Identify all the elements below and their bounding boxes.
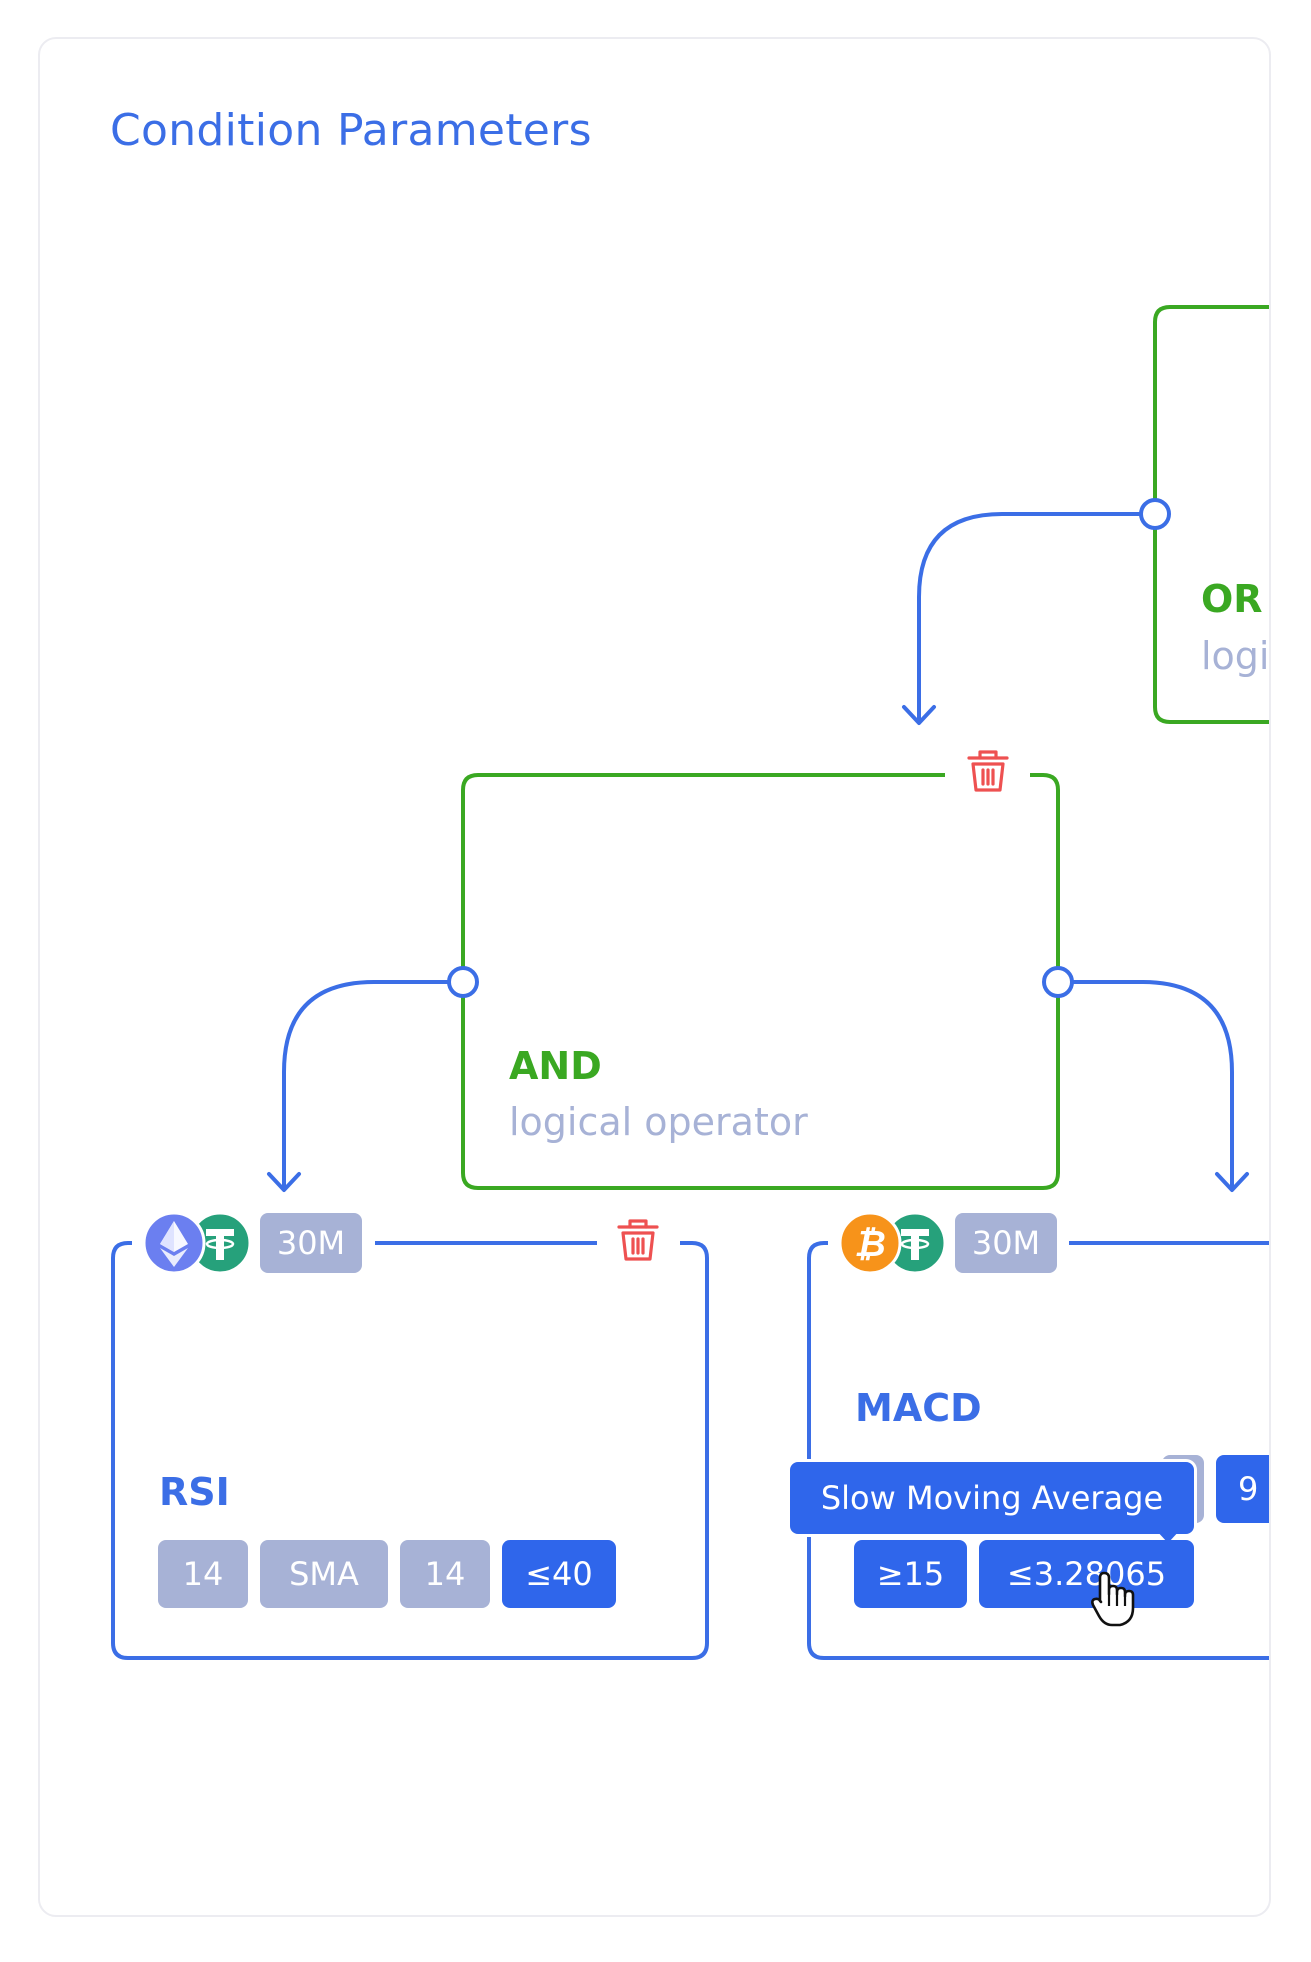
param-tooltip: Slow Moving Average xyxy=(790,1462,1194,1534)
tooltip-arrow xyxy=(1155,1529,1181,1543)
macd-timeframe-badge[interactable]: 30M xyxy=(955,1213,1057,1273)
or-to-and-connector xyxy=(917,512,1155,722)
bitcoin-icon: ₿ xyxy=(838,1211,902,1275)
macd-param-chip[interactable]: 9 xyxy=(1216,1455,1269,1523)
rsi-condition-chip[interactable]: ≤40 xyxy=(502,1540,616,1608)
hand-pointer-cursor-icon xyxy=(1091,1571,1135,1627)
condition-tree-graph: ₿ xyxy=(111,305,1271,1660)
rsi-param-chip[interactable]: 14 xyxy=(158,1540,248,1608)
and-node-sublabel: logical operator xyxy=(509,1100,808,1144)
and-to-rsi-connector xyxy=(282,980,463,1189)
and-left-output-port[interactable] xyxy=(447,966,479,998)
macd-condition-chip[interactable]: ≥15 xyxy=(854,1540,967,1608)
rsi-timeframe-badge[interactable]: 30M xyxy=(260,1213,362,1273)
rsi-delete-trash-icon[interactable] xyxy=(617,1219,659,1261)
macd-condition-chip[interactable]: ≤3.28065 xyxy=(979,1540,1194,1608)
ethereum-icon xyxy=(142,1211,206,1275)
svg-text:₿: ₿ xyxy=(854,1224,886,1265)
and-node-label: AND xyxy=(509,1044,602,1088)
or-output-port[interactable] xyxy=(1139,498,1171,530)
and-right-output-port[interactable] xyxy=(1042,966,1074,998)
panel-title: Condition Parameters xyxy=(110,105,592,156)
and-to-macd-connector xyxy=(1058,980,1234,1189)
macd-node-label: MACD xyxy=(855,1386,982,1430)
rsi-param-chip[interactable]: SMA xyxy=(260,1540,388,1608)
rsi-node-label: RSI xyxy=(159,1470,230,1514)
condition-tree-canvas: ₿ OR logi AND logical operator 30M RSI 1… xyxy=(40,39,1271,1915)
rsi-node-frame[interactable] xyxy=(111,1241,709,1660)
or-to-and-arrowhead xyxy=(902,705,936,725)
or-node-label: OR xyxy=(1201,577,1263,621)
or-node-sublabel: logi xyxy=(1201,634,1270,678)
rsi-param-chip[interactable]: 14 xyxy=(400,1540,490,1608)
macd-node-frame[interactable] xyxy=(807,1241,1271,1660)
condition-parameters-panel: Condition Parameters xyxy=(38,37,1271,1917)
and-to-rsi-arrowhead xyxy=(267,1172,301,1192)
and-to-macd-arrowhead xyxy=(1215,1172,1249,1192)
and-delete-trash-icon[interactable] xyxy=(967,750,1009,792)
and-node-frame[interactable] xyxy=(461,773,1060,1190)
